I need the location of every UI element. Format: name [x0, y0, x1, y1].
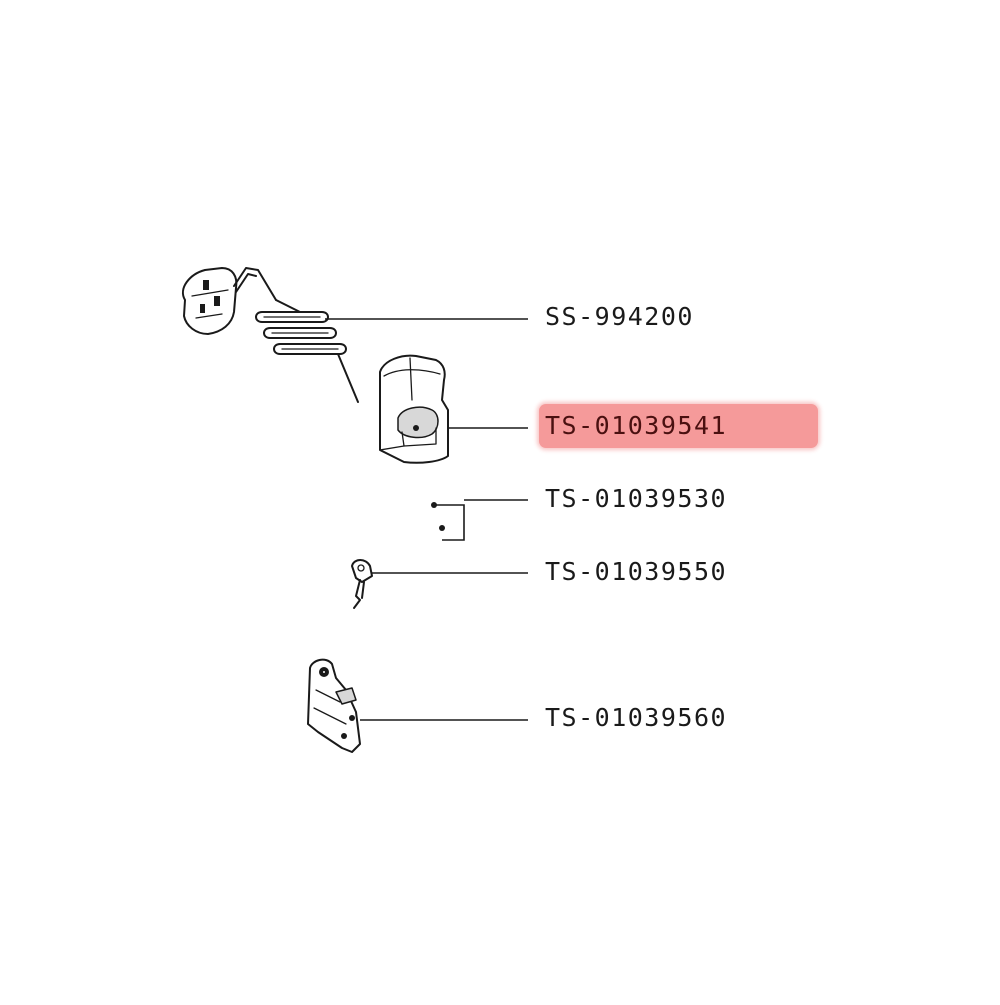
part-wire-clip-drawing[interactable] [431, 502, 465, 541]
part-label-ss-994200[interactable]: SS-994200 [545, 302, 694, 331]
part-label-ts-01039560[interactable]: TS-01039560 [545, 703, 728, 732]
part-label-ts-01039541[interactable]: TS-01039541 [545, 411, 728, 440]
part-thermostat-bracket-drawing[interactable] [379, 354, 449, 464]
part-spring-contact-drawing[interactable] [351, 559, 373, 609]
part-label-ts-01039530[interactable]: TS-01039530 [545, 484, 728, 513]
part-label-ts-01039550[interactable]: TS-01039550 [545, 557, 728, 586]
part-switch-plate-drawing[interactable] [307, 658, 361, 753]
part-heating-element-drawing[interactable] [182, 267, 359, 403]
selected-part-highlight [539, 404, 818, 448]
